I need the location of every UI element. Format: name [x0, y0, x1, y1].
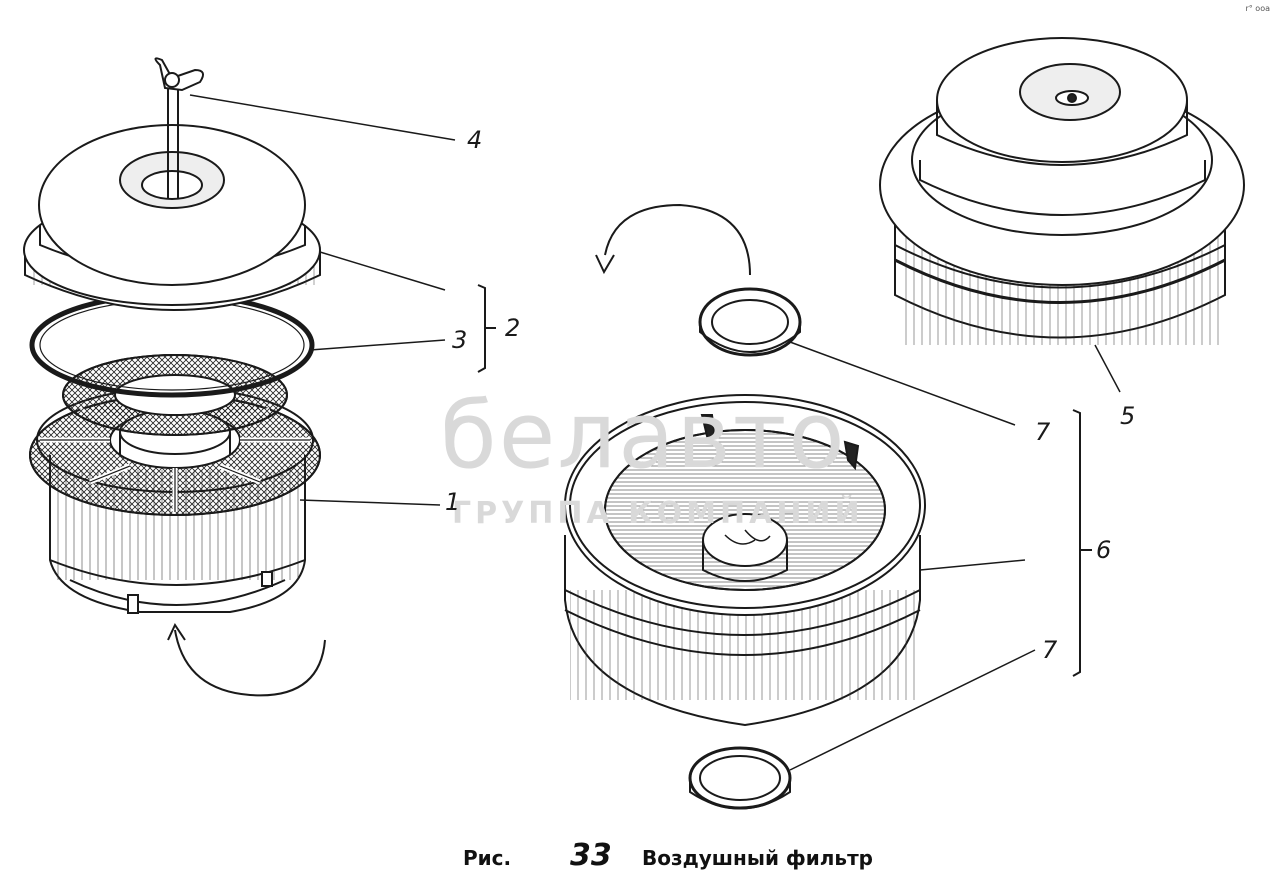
leader-5	[1094, 344, 1121, 393]
caption-number: 33	[570, 838, 612, 873]
leader-1	[299, 499, 441, 506]
leader-3	[309, 339, 446, 351]
bracket-6	[1072, 409, 1092, 677]
callout-7-lower: 7	[1042, 636, 1058, 664]
seal-ring-upper-part-7	[698, 287, 802, 357]
wing-bolt-part-4	[154, 57, 205, 198]
caption-prefix: Рис.	[463, 846, 512, 870]
leader-4	[189, 94, 456, 141]
seal-ring-lower-part-7	[688, 746, 792, 810]
callout-4: 4	[467, 126, 483, 154]
watermark-subtitle: ГРУППА КОМПАНИЙ	[452, 496, 864, 531]
watermark-logo: белавто	[440, 382, 847, 489]
leader-lines	[189, 94, 1121, 771]
figure-caption: Рис. 33 Воздушный фильтр	[0, 838, 1280, 880]
caption-title: Воздушный фильтр	[642, 846, 873, 870]
leader-7-upper	[789, 341, 1016, 426]
leader-2-cover	[319, 251, 446, 291]
callout-2: 2	[505, 314, 521, 342]
callout-1: 1	[445, 488, 461, 516]
corner-mark: r° ooa	[1245, 4, 1270, 13]
bracket-2	[477, 284, 496, 373]
leader-6	[919, 559, 1026, 571]
callout-7-upper: 7	[1035, 418, 1051, 446]
leader-7-lower	[789, 649, 1036, 771]
callout-5: 5	[1120, 402, 1136, 430]
rotation-arrow-left	[174, 629, 326, 697]
middle-housing-assembly	[564, 203, 926, 810]
callout-3: 3	[452, 326, 468, 354]
filter-cover-part-2	[23, 124, 321, 311]
callout-6: 6	[1096, 536, 1112, 564]
rotation-arrow-middle	[604, 203, 751, 276]
housing-part-6	[564, 394, 926, 727]
right-assembled-filter-part-5	[879, 37, 1245, 345]
left-filter-assembly	[23, 57, 326, 697]
